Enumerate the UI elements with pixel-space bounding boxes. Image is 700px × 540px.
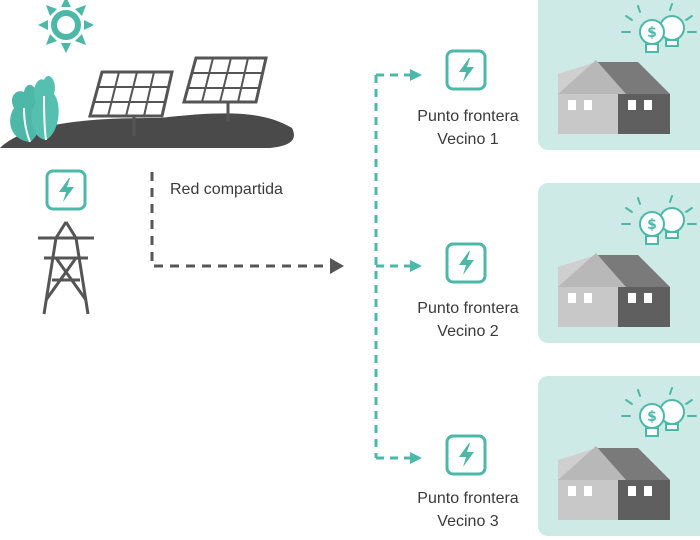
neighbor-name: Vecino 1 (437, 131, 499, 148)
neighbor-name: Vecino 3 (437, 513, 499, 530)
lightning-icon (445, 434, 487, 476)
lightning-icon (445, 49, 487, 91)
neighbor-label-2: Punto frontera Vecino 2 (395, 297, 541, 343)
shared-network-line (150, 172, 344, 274)
neighbor-label-3: Punto frontera Vecino 3 (395, 487, 541, 533)
border-point-title: Punto frontera (417, 490, 519, 507)
border-point-title: Punto frontera (417, 108, 519, 125)
house-panel-3 (538, 376, 700, 536)
border-point-title: Punto frontera (417, 300, 519, 317)
lightning-icon (445, 242, 487, 284)
neighbor-name: Vecino 2 (437, 323, 499, 340)
ground (0, 113, 294, 148)
house-panel-2 (538, 183, 700, 343)
tree-icon (10, 75, 59, 143)
shared-network-label: Red compartida (170, 181, 283, 198)
distribution-lines (374, 69, 422, 464)
house-panel-1 (538, 0, 700, 150)
sun-icon (38, 0, 94, 53)
transmission-tower-icon (38, 221, 94, 315)
neighbor-label-1: Punto frontera Vecino 1 (395, 105, 541, 151)
lightning-icon (45, 169, 87, 211)
